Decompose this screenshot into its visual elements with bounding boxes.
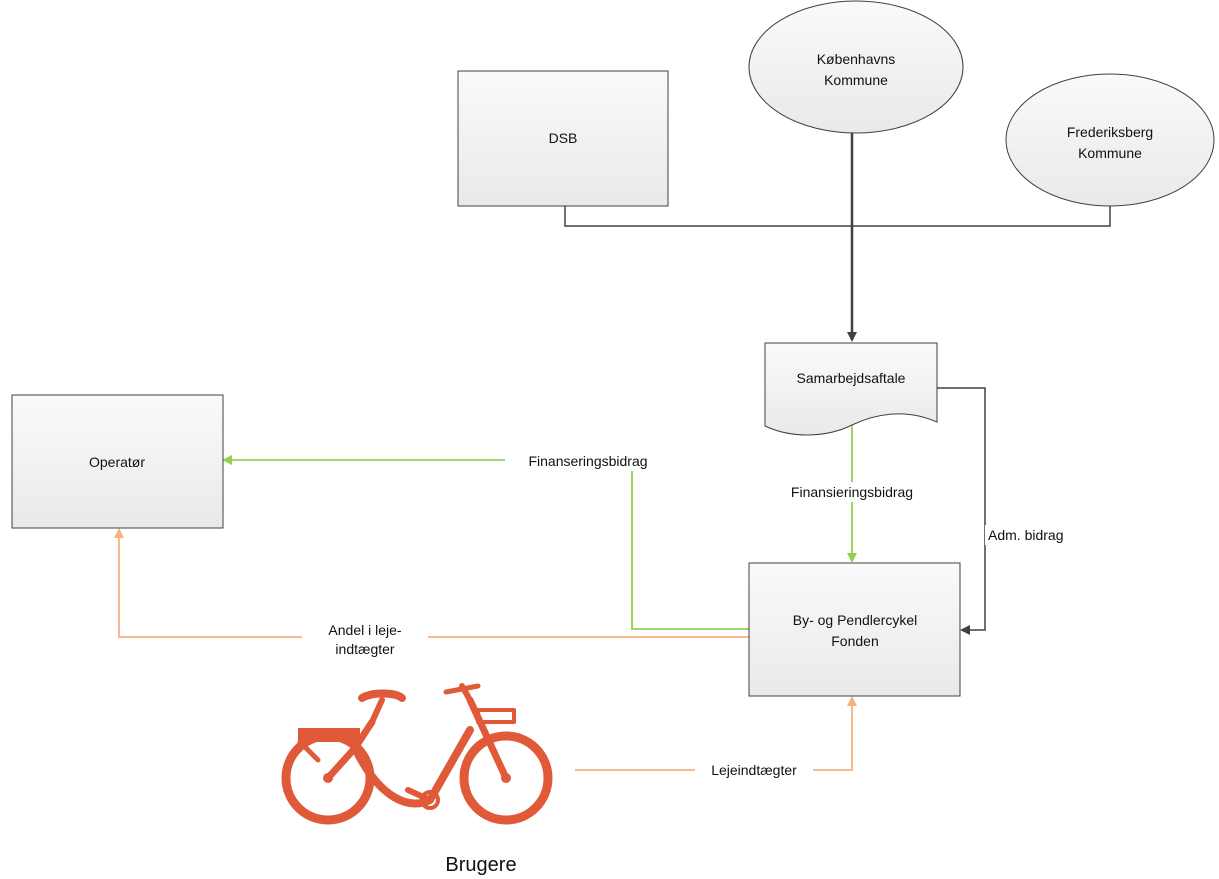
node-dsb [457,70,669,207]
label-bg-andel [302,621,428,659]
node-brugere-label: Brugere [445,854,516,876]
arrow-finanseringsbidrag [222,455,749,630]
node-kobenhavns-kommune-label-1: Københavns [817,51,896,67]
node-operator-label: Operatør [89,454,145,470]
arrow-lejeindtaegter [575,696,857,771]
node-operator [11,394,224,529]
label-bg-adm-bidrag [985,525,1089,545]
node-fonden [748,562,961,697]
arrow-andel-i-lejeindtaegter [114,528,749,638]
arrow-adm-bidrag [937,387,986,635]
edge-label-andel-1: Andel i leje- [328,622,401,638]
bicycle-icon [281,683,553,825]
node-frederiksberg-kommune-label-1: Frederiksberg [1067,124,1153,140]
label-bg-lejeindtaegter [695,760,813,780]
edge-label-lejeindtaegter: Lejeindtægter [711,762,797,778]
node-samarbejdsaftale [764,342,938,436]
node-samarbejdsaftale-label: Samarbejdsaftale [797,370,906,386]
connector-dsb-frb [564,206,1111,227]
node-dsb-label: DSB [549,130,578,146]
label-bg-finansieringsbidrag [770,482,935,502]
edge-label-andel-2: indtægter [335,641,394,657]
node-kobenhavns-kommune [748,0,964,134]
edge-label-finanseringsbidrag: Finanseringsbidrag [528,453,647,469]
label-bg-finanseringsbidrag [505,451,670,471]
node-fonden-label-1: By- og Pendlercykel [793,612,918,628]
edge-label-adm-bidrag: Adm. bidrag [988,527,1063,543]
node-frederiksberg-kommune [1005,73,1215,207]
node-fonden-label-2: Fonden [831,633,878,649]
node-frederiksberg-kommune-label-2: Kommune [1078,145,1142,161]
edge-label-finansieringsbidrag: Finansieringsbidrag [791,484,913,500]
node-kobenhavns-kommune-label-2: Kommune [824,72,888,88]
